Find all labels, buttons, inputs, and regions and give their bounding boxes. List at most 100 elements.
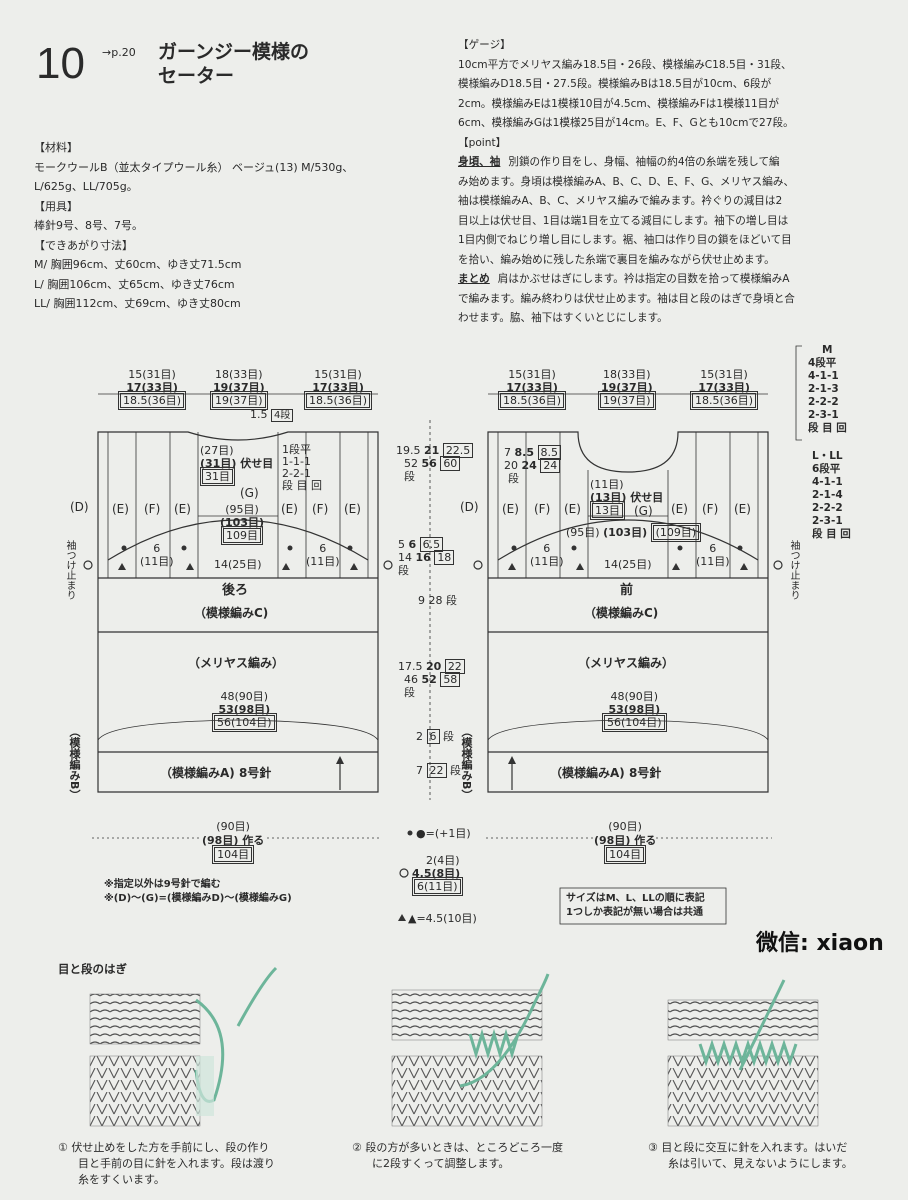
row-line: 2-2-2 — [812, 502, 843, 514]
dim-m: 17.5 — [398, 660, 423, 673]
back-pattern-e: (E) — [112, 502, 129, 516]
rows-unit: 段 — [450, 764, 461, 777]
size-ll: LL/ 胸囲112cm、丈69cm、ゆき丈80cm — [34, 297, 241, 310]
sts-m: (95目) — [225, 503, 259, 516]
back-yoke-sts: (95目) (103目) 109目 — [220, 503, 264, 545]
dim-l: 17(33目) — [698, 381, 750, 394]
dim-m: 15(31目) — [508, 368, 556, 381]
dim-l: 20 — [426, 660, 442, 673]
front-pattern-e: (E) — [734, 502, 751, 516]
bind-ll: 31目 — [200, 467, 235, 486]
rows-m: 14 — [398, 551, 412, 564]
pattern-number: 10 — [36, 39, 85, 88]
dim-ll: 19(37目) — [210, 391, 268, 410]
caption-line: ③ 目と段に交互に針を入れます。はいだ — [648, 1141, 848, 1154]
row-line: 2-3-1 — [808, 409, 839, 421]
front-inc-left: 6 (11目) — [530, 542, 564, 568]
back-pattern-b-label: （模様編みB） — [68, 726, 81, 801]
rows-ll: 58 — [440, 672, 461, 687]
front-sleeve-stop: 袖つけ止まり — [788, 540, 799, 600]
front-pattern-b-label: （模様編みB） — [460, 726, 473, 801]
dim-m: 18(33目) — [215, 368, 263, 381]
row-line: 6段平 — [812, 463, 841, 475]
rows-unit: 段 — [398, 564, 409, 577]
neck-shaping-l-ll: L・LL 6段平 4-1-1 2-1-4 2-2-2 2-3-1 段 目 回 — [812, 450, 851, 541]
depth-l: 8.5 — [514, 446, 535, 459]
point-line: を拾い、編み始めに残した糸端で裏目を編みながら伏せ止めます。 — [458, 253, 775, 266]
point-line: 1目内側でねじり増し目にします。裾、袖口は作り目の鎖をほどいて目 — [458, 234, 792, 246]
sts-ll: 109目 — [221, 526, 264, 545]
front-center-inc: 14(25目) — [604, 558, 652, 571]
row-line: 2-1-3 — [808, 383, 839, 395]
cast-l: (98目) 作る — [202, 834, 265, 847]
materials-heading: 【材料】 — [34, 141, 78, 154]
sts-ll: (109目) — [650, 523, 702, 542]
matome-label: まとめ — [458, 273, 490, 285]
cast-m: (90目) — [216, 820, 250, 833]
dim-cm: 2 — [416, 730, 423, 743]
cast-ll: 104目 — [212, 845, 255, 864]
legend-triangle: ▲=4.5(10目) — [408, 912, 477, 925]
figure-2-illustration — [391, 973, 550, 1127]
dim-ll: 18.5(36目) — [118, 391, 187, 410]
row-line: 段 目 回 — [282, 479, 322, 492]
size-l: L/ 胸囲106cm、丈65cm、ゆき丈76cm — [34, 277, 235, 291]
rows-l: 52 — [421, 673, 437, 686]
front-pattern-a: （模様編みA) 8号針 — [550, 766, 662, 780]
dim-rows: 6 — [426, 729, 440, 744]
materials-line2: L/625g、LL/705g。 — [34, 180, 138, 193]
rows-unit: 段 — [508, 472, 519, 485]
neck-depth-cm: 1.5 — [250, 408, 268, 421]
front-neck-dim: 18(33目) 19(37目) 19(37目) — [598, 368, 656, 410]
rows-unit: 段 — [404, 686, 415, 699]
front-pattern-d: (D) — [460, 500, 479, 514]
front-pattern-g: (G) — [634, 504, 653, 518]
inc-sts: (11目) — [696, 555, 730, 568]
circle-m: 2(4目) — [426, 854, 460, 867]
dim-l: 6 — [408, 538, 417, 551]
technique-caption-3: ③ 目と段に交互に針を入れます。はいだ 糸は引いて、見えないようにします。 — [648, 1140, 853, 1172]
page-reference: →p.20 — [102, 46, 136, 59]
pattern-title-line1: ガーンジー模様の — [158, 41, 310, 63]
back-shoulder-right-dim: 15(31目) 17(33目) 18.5(36目) — [304, 368, 373, 410]
sts-m: 48(90目) — [220, 690, 269, 703]
dim-ll: 22 — [444, 659, 465, 674]
dim-m: 15(31目) — [314, 368, 362, 381]
neck-shaping-m: M 4段平 4-1-1 2-1-3 2-2-2 2-3-1 段 目 回 — [808, 344, 847, 435]
bind-ll: 13目 — [590, 501, 625, 520]
gauge-line: 10cm平方でメリヤス編み18.5目・26段、模様編みC18.5目・31段、 — [458, 58, 792, 71]
sts-ll: 56(104目) — [212, 713, 277, 732]
back-pattern-e: (E) — [281, 502, 298, 516]
size-note-line: 1つしか表記が無い場合は共通 — [566, 907, 703, 918]
back-shoulder-left-dim: 15(31目) 17(33目) 18.5(36目) — [118, 368, 187, 410]
dim-pattern-b: 2 6 段 — [416, 729, 454, 744]
sts-l: (103目) — [603, 526, 648, 539]
sts-l: 53(98目) — [608, 703, 661, 716]
back-label: 後ろ — [222, 583, 249, 598]
depth-ll: 8.5 — [537, 445, 561, 460]
dim-cm: 9 — [418, 594, 425, 607]
dim-l: 19(37目) — [600, 381, 653, 394]
pattern-title-line2: セーター — [158, 65, 235, 87]
row-line: 2-2-1 — [282, 467, 311, 480]
dim-m: 19.5 — [396, 444, 421, 457]
dim-m: 5 — [398, 538, 405, 551]
front-yoke-sts: (95目) (103目) (109目) — [566, 523, 702, 542]
figure-3-illustration — [667, 979, 819, 1127]
back-inc-right: 6 (11目) — [306, 542, 340, 568]
front-shoulder-right-dim: 15(31目) 17(33目) 18.5(36目) — [690, 368, 759, 410]
dim-ll: 6.5 — [419, 537, 444, 552]
row-line: 1-1-1 — [282, 455, 311, 468]
back-neck-rows: 1段平 1-1-1 2-2-1 段 目 回 — [282, 444, 322, 492]
caption-line: に2段すくって調整します。 — [372, 1157, 510, 1170]
back-neck-bind: (27目) (31目) 伏せ目 31目 — [200, 444, 273, 486]
sts-m: (95目) — [566, 526, 600, 539]
gauge-line: 模様編みD18.5目・27.5段。模様編みBは18.5目が10cm、6段が — [458, 78, 772, 90]
tools-text: 棒針9号、8号、7号。 — [34, 219, 143, 232]
neck-depth-rows: 4段 — [271, 409, 294, 422]
rows-l: 56 — [421, 457, 437, 470]
point-line: 目以上は伏せ目、1目は端1目を立てる減目にします。袖下の増し目は — [458, 214, 789, 227]
gauge-line: 2cm。模様編みEは1模様10目が4.5cm、模様編みFは1模様11目が — [458, 97, 779, 110]
point-label: 身頃、袖 — [458, 156, 501, 168]
dim-l: 17(33目) — [126, 381, 178, 394]
